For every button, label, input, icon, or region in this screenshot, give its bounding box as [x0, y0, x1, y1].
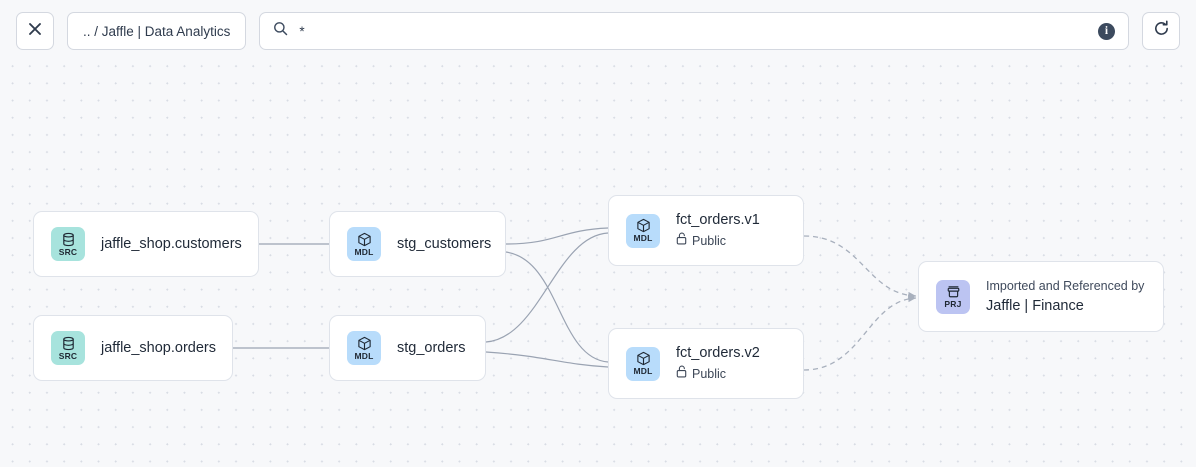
cube-icon	[357, 232, 371, 246]
edge-stgorders-to-v2	[485, 351, 609, 368]
cube-icon	[636, 351, 650, 366]
badge-mdl: MDL	[626, 346, 660, 381]
graph-toolbar: .. / Jaffle | Data Analytics i	[0, 0, 1196, 62]
cube-icon	[357, 336, 371, 350]
refresh-icon	[1153, 20, 1170, 42]
unlock-icon	[676, 232, 687, 250]
node-fct-orders-v2[interactable]: MDL fct_orders.v2 Public	[608, 328, 804, 399]
breadcrumb[interactable]: .. / Jaffle | Data Analytics	[67, 12, 247, 50]
search-field[interactable]: i	[259, 12, 1129, 50]
badge-label: MDL	[354, 350, 374, 361]
node-jaffle-shop-orders[interactable]: SRC jaffle_shop.orders	[33, 315, 233, 381]
node-body: stg_orders	[397, 339, 466, 358]
node-visibility: Public	[676, 232, 760, 250]
node-title: fct_orders.v2	[676, 345, 760, 361]
badge-label: MDL	[354, 246, 374, 257]
node-body: jaffle_shop.orders	[101, 339, 216, 358]
edge-stgcustomers-to-v2	[505, 251, 609, 363]
badge-label: MDL	[633, 233, 653, 243]
node-body: stg_customers	[397, 235, 491, 254]
refresh-button[interactable]	[1142, 12, 1180, 50]
badge-label: PRJ	[944, 299, 962, 309]
node-body: fct_orders.v1 Public	[676, 211, 760, 250]
node-visibility-label: Public	[692, 233, 727, 248]
node-stg-orders[interactable]: MDL stg_orders	[329, 315, 486, 381]
node-jaffle-shop-customers[interactable]: SRC jaffle_shop.customers	[33, 211, 259, 277]
edge-v1-to-project	[803, 235, 917, 300]
node-fct-orders-v1[interactable]: MDL fct_orders.v1 Public	[608, 195, 804, 266]
badge-src: SRC	[51, 331, 85, 365]
close-icon	[28, 22, 42, 41]
package-icon	[947, 286, 959, 298]
node-visibility-label: Public	[692, 366, 727, 381]
badge-label: MDL	[633, 366, 653, 376]
node-visibility: Public	[676, 365, 760, 383]
badge-label: SRC	[58, 246, 78, 257]
node-body: Imported and Referenced by Jaffle | Fina…	[986, 278, 1144, 316]
edge-stgorders-to-v1	[485, 232, 609, 343]
badge-label: SRC	[58, 350, 78, 361]
database-icon	[62, 336, 74, 350]
node-body: jaffle_shop.customers	[101, 235, 242, 254]
edge-stgcustomers-to-v1	[505, 227, 609, 245]
node-kicker: Imported and Referenced by	[986, 278, 1145, 293]
node-title: Jaffle | Finance	[986, 297, 1084, 314]
node-project-jaffle-finance[interactable]: PRJ Imported and Referenced by Jaffle | …	[918, 261, 1164, 332]
search-input[interactable]	[299, 23, 1087, 39]
node-title: stg_customers	[397, 235, 492, 252]
cube-icon	[636, 218, 650, 233]
breadcrumb-label: .. / Jaffle | Data Analytics	[83, 23, 231, 39]
node-title: jaffle_shop.orders	[101, 339, 217, 356]
info-icon[interactable]: i	[1098, 22, 1115, 40]
node-title: stg_orders	[397, 339, 466, 356]
badge-mdl: MDL	[347, 331, 381, 365]
badge-mdl: MDL	[626, 213, 660, 248]
node-stg-customers[interactable]: MDL stg_customers	[329, 211, 506, 277]
edge-v2-to-project	[803, 294, 917, 371]
badge-src: SRC	[51, 227, 85, 261]
close-button[interactable]	[16, 12, 54, 50]
badge-mdl: MDL	[347, 227, 381, 261]
search-icon	[273, 21, 288, 41]
unlock-icon	[676, 365, 687, 383]
node-title: fct_orders.v1	[676, 212, 760, 228]
badge-prj: PRJ	[936, 279, 970, 314]
database-icon	[62, 232, 74, 246]
node-title: jaffle_shop.customers	[101, 235, 242, 252]
node-body: fct_orders.v2 Public	[676, 344, 760, 383]
